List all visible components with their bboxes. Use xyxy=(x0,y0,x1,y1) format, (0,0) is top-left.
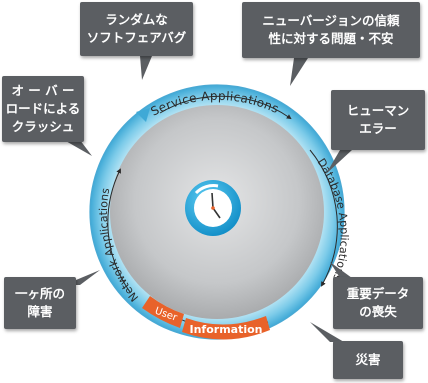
callout-line: ヒューマン xyxy=(346,103,410,118)
callout-line: 重要データ xyxy=(346,286,410,301)
callout-line: クラッシュ xyxy=(11,119,75,134)
callout-line: エラー xyxy=(359,121,397,136)
callout-line: ソフトフェアバグ xyxy=(86,30,187,45)
ring-marker xyxy=(136,108,150,122)
clock-icon xyxy=(185,180,241,236)
callout-line: 性に対する問題・不安 xyxy=(268,31,394,46)
callout-version-incompatibility: ニューバージョンの信頼 性に対する問題・不安 xyxy=(242,2,420,58)
callout-line: 災害 xyxy=(355,352,381,367)
callout-human-error: ヒューマン エラー xyxy=(331,90,425,150)
callout-line: 障害 xyxy=(27,304,53,319)
arrow-arc-top xyxy=(159,95,292,120)
callout-line: ニューバージョンの信頼 xyxy=(262,13,400,28)
tail-version xyxy=(290,58,308,86)
callout-line: ロードによる xyxy=(5,101,81,116)
information-banner: Information xyxy=(182,316,270,340)
callout-disaster: 災害 xyxy=(333,341,403,379)
arrow-arc-right xyxy=(309,149,338,287)
tail-disaster xyxy=(310,322,344,342)
callout-overload-crash: オ ー バ ー ロードによる クラッシュ xyxy=(2,76,84,142)
tail-human-error xyxy=(326,150,352,174)
tail-random-bug xyxy=(140,56,152,80)
information-label: Information xyxy=(190,323,263,336)
callout-line: の喪失 xyxy=(359,304,397,319)
callout-line: ランダムな xyxy=(105,12,168,27)
callout-data-loss: 重要データ の喪失 xyxy=(333,277,423,329)
callout-single-point-failure: 一ヶ所の 障害 xyxy=(4,277,76,329)
tail-data-loss xyxy=(330,262,352,278)
arrow-arc-left xyxy=(107,168,131,293)
tail-overload xyxy=(64,140,92,156)
callout-line: オ ー バ ー xyxy=(11,83,75,98)
callout-line: 一ヶ所の xyxy=(14,286,65,301)
callout-random-software-bug: ランダムな ソフトフェアバグ xyxy=(80,2,193,56)
